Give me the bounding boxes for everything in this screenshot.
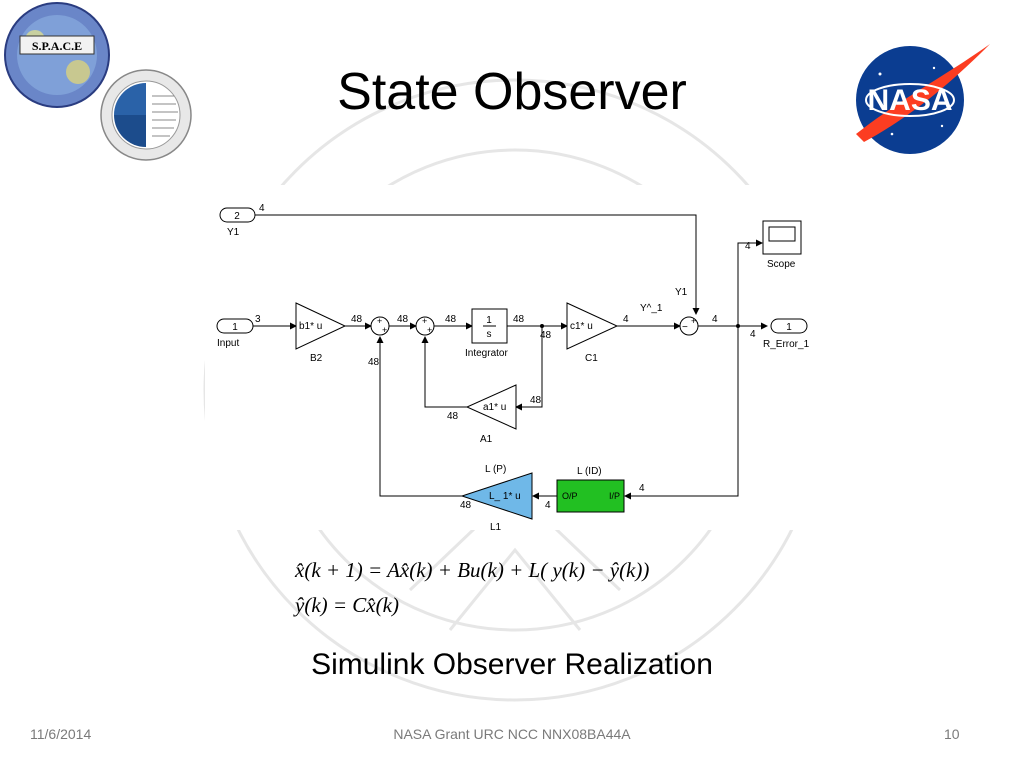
l1-label: L1: [490, 522, 502, 530]
signal-width: 48: [460, 500, 472, 511]
equation-state-update: x̂(k + 1) = Ax̂(k) + Bu(k) + L( y(k) − ŷ…: [295, 558, 650, 582]
signal-width: 48: [368, 357, 380, 368]
svg-text:2: 2: [234, 211, 240, 222]
signal-width: 48: [513, 314, 525, 325]
a1-gain-block[interactable]: a1* u: [465, 384, 517, 430]
svg-text:NASA: NASA: [867, 84, 952, 117]
signal-width: 4: [750, 329, 756, 340]
svg-text:S.P.A.C.E: S.P.A.C.E: [32, 39, 82, 53]
signal-width: 4: [639, 483, 645, 494]
svg-text:−: −: [682, 322, 688, 333]
signal-width: 48: [447, 411, 459, 422]
lid-subsystem-block[interactable]: O/P I/P: [556, 479, 625, 513]
scope-label: Scope: [767, 259, 796, 270]
svg-text:I/P: I/P: [609, 491, 620, 501]
svg-text:+: +: [382, 325, 387, 335]
signal-width: 4: [745, 241, 751, 252]
signal-width: 4: [712, 314, 718, 325]
r-error-label: R_Error_1: [763, 339, 810, 350]
svg-text:b1* u: b1* u: [299, 321, 322, 332]
l1-gain-block[interactable]: L_ 1* u: [460, 472, 533, 520]
lid-top-label: L (ID): [577, 466, 602, 477]
footer-date: 11/6/2014: [30, 726, 92, 742]
y1-label: Y1: [227, 227, 240, 238]
l1-fill: [460, 472, 533, 520]
scope-block[interactable]: [762, 220, 802, 255]
b2-gain-block[interactable]: b1* u: [295, 302, 347, 350]
svg-text:a1* u: a1* u: [483, 402, 506, 413]
signal-width: 48: [445, 314, 457, 325]
branch-point: [540, 324, 544, 328]
c1-gain-block[interactable]: c1* u: [566, 302, 619, 350]
space-logo: S.P.A.C.E: [4, 2, 110, 108]
y1-inport[interactable]: 2: [219, 207, 256, 223]
svg-text:+: +: [691, 316, 696, 326]
footer-page-number: 10: [944, 726, 960, 742]
slide-caption: Simulink Observer Realization: [311, 648, 713, 681]
signal-lines: [253, 214, 768, 500]
svg-text:1: 1: [232, 322, 238, 333]
input-inport[interactable]: 1: [216, 318, 254, 334]
svg-text:+: +: [377, 316, 382, 326]
simulink-diagram: 2 Y1 4 1 Input 3 b1* u B2 48 + + 48 48 +…: [205, 185, 830, 530]
sum-block-2[interactable]: + +: [415, 316, 435, 336]
seal-logo: [100, 69, 192, 161]
l1-top-label: L (P): [485, 464, 506, 475]
equation-output: ŷ(k) = Cx̂(k): [295, 593, 399, 617]
signal-width: 3: [255, 314, 261, 325]
signal-width: 4: [259, 203, 265, 214]
signal-width: 4: [545, 500, 551, 511]
svg-text:+: +: [427, 325, 432, 335]
signal-width: 4: [623, 314, 629, 325]
sum-block-1[interactable]: + +: [370, 316, 390, 336]
signal-width: 48: [397, 314, 409, 325]
yhat-signal-label: Y^_1: [640, 303, 663, 314]
svg-text:1: 1: [786, 322, 792, 333]
signal-width: 48: [530, 395, 542, 406]
svg-text:c1* u: c1* u: [570, 321, 593, 332]
integrator-label: Integrator: [465, 348, 508, 359]
svg-text:O/P: O/P: [562, 491, 578, 501]
a1-label: A1: [480, 434, 493, 445]
integrator-block[interactable]: 1 s: [471, 308, 508, 344]
signal-width: 48: [351, 314, 363, 325]
svg-text:s: s: [487, 329, 492, 340]
slide-title: State Observer: [337, 63, 687, 121]
b2-label: B2: [310, 353, 323, 364]
lid-fill: [556, 479, 625, 513]
svg-text:+: +: [422, 316, 427, 326]
r-error-outport[interactable]: 1: [770, 318, 808, 334]
svg-text:1: 1: [486, 315, 492, 326]
branch-point: [736, 324, 740, 328]
sum-block-3[interactable]: + −: [679, 316, 699, 336]
svg-text:L_ 1* u: L_ 1* u: [489, 491, 521, 502]
nasa-logo: NASA: [856, 44, 990, 154]
footer-grant: NASA Grant URC NCC NNX08BA44A: [393, 726, 631, 742]
y1-signal-label: Y1: [675, 287, 688, 298]
c1-label: C1: [585, 353, 598, 364]
signal-width: 48: [540, 330, 552, 341]
input-label: Input: [217, 338, 239, 349]
